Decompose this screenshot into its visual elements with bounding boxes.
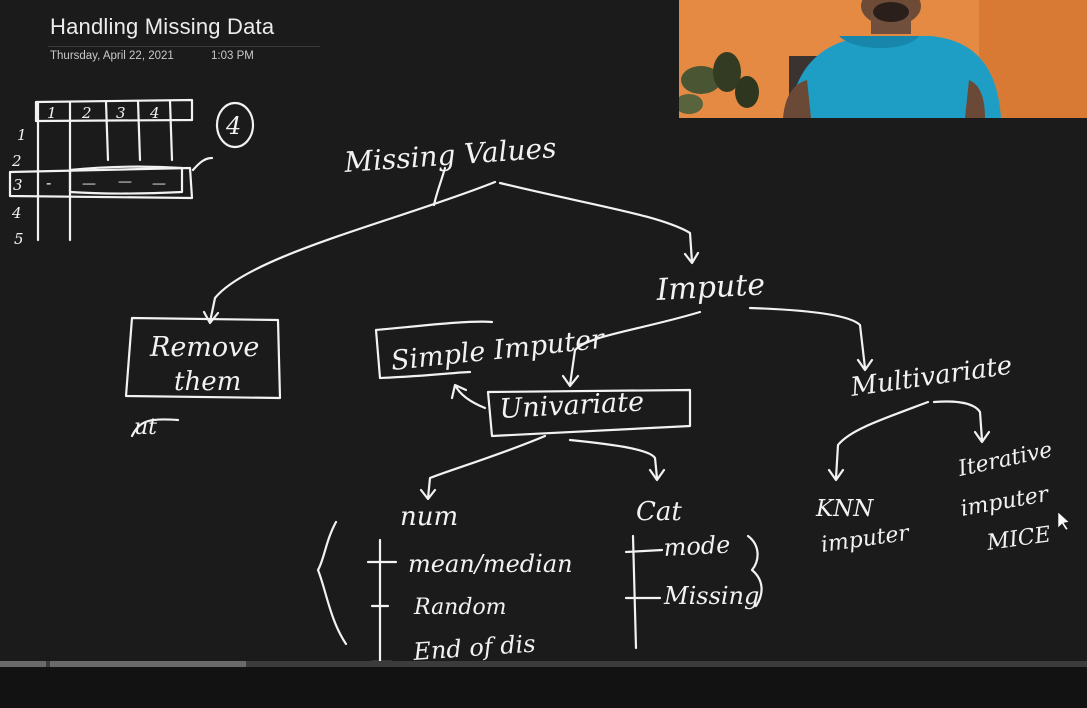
num-item-random: Random <box>413 595 507 620</box>
table-row-3: 3 <box>13 176 23 194</box>
iterative-line1: Iterative <box>955 438 1055 483</box>
circled-count: 4 <box>225 112 241 140</box>
arrow-to-multivariate <box>748 306 874 372</box>
knn-line1: KNN <box>815 496 874 522</box>
row3-dash-2: — <box>118 174 132 190</box>
table-header-2: 2 <box>81 104 92 122</box>
plant-icon <box>679 52 759 114</box>
arrow-to-iterative <box>932 400 991 444</box>
count-circle <box>215 101 255 149</box>
knn-line2: imputer <box>819 521 912 558</box>
progress-segment-2[interactable] <box>50 661 246 667</box>
table-header-box <box>34 98 194 123</box>
presenter-image <box>679 0 1087 118</box>
remove-note: ut <box>134 415 157 440</box>
arrow-to-impute <box>498 181 700 265</box>
table-row3-cell: - <box>46 173 51 192</box>
cat-brace <box>746 534 763 608</box>
arrow-to-num <box>419 434 547 501</box>
progress-segment-1[interactable] <box>0 661 46 667</box>
num-list-line <box>366 538 398 682</box>
mouse-cursor-icon <box>1057 511 1070 531</box>
arrow-to-simple-imputer <box>450 383 487 410</box>
univariate-node: Univariate <box>499 386 645 425</box>
univariate-box <box>486 388 692 438</box>
simple-imputer-node: Simple Imputer <box>389 324 607 377</box>
cat-list-line <box>624 534 664 650</box>
root-node: Missing Values <box>342 131 557 179</box>
page-time: 1:03 PM <box>211 50 254 62</box>
pointer-to-count <box>191 156 214 172</box>
page-title: Handling Missing Data <box>50 14 275 39</box>
missing-values-underline <box>432 166 447 207</box>
iterative-line3: MICE <box>984 522 1052 556</box>
arrow-to-univariate <box>561 310 702 388</box>
row3-dash-3: — <box>152 176 166 192</box>
remove-box <box>124 316 282 400</box>
table-row-4: 4 <box>11 204 22 222</box>
table-row3-highlight <box>8 166 194 200</box>
table-row-labels: 1 2 3 4 5 <box>11 126 27 248</box>
video-progress-bar[interactable] <box>0 661 1087 667</box>
arrow-to-cat <box>568 438 666 482</box>
iterative-line2: imputer <box>959 482 1052 522</box>
cat-node: Cat <box>636 497 682 527</box>
player-bottom-bar <box>0 667 1087 708</box>
table-header-3: 3 <box>116 104 126 122</box>
table-header-1: 1 <box>47 104 57 122</box>
remove-note-stroke <box>130 418 180 438</box>
table-header-4: 4 <box>149 104 160 122</box>
remove-line2: them <box>174 367 241 397</box>
presenter-webcam <box>679 0 1087 118</box>
table-row3-inner-box <box>68 165 184 195</box>
num-item-mean-median: mean/median <box>408 550 573 578</box>
table-row-5: 5 <box>14 230 24 248</box>
table-row-2: 2 <box>11 152 22 170</box>
table-header-labels: 1 2 3 4 <box>47 104 160 122</box>
page-date: Thursday, April 22, 2021 <box>50 50 174 62</box>
simple-imputer-box <box>374 320 494 380</box>
remove-line1: Remove <box>149 332 259 363</box>
arrow-to-knn <box>827 400 930 482</box>
row3-dash-1: — <box>82 176 96 192</box>
presenter-figure <box>783 0 1001 118</box>
cat-item-mode: mode <box>663 531 731 562</box>
arrow-to-remove <box>202 180 497 325</box>
multivariate-node: Multivariate <box>848 351 1014 403</box>
title-divider <box>48 46 320 47</box>
impute-node: Impute <box>655 267 766 308</box>
table-row-1: 1 <box>17 126 27 144</box>
cat-item-missing: Missing <box>663 582 759 610</box>
num-node: num <box>400 502 458 532</box>
num-brace <box>316 520 348 646</box>
